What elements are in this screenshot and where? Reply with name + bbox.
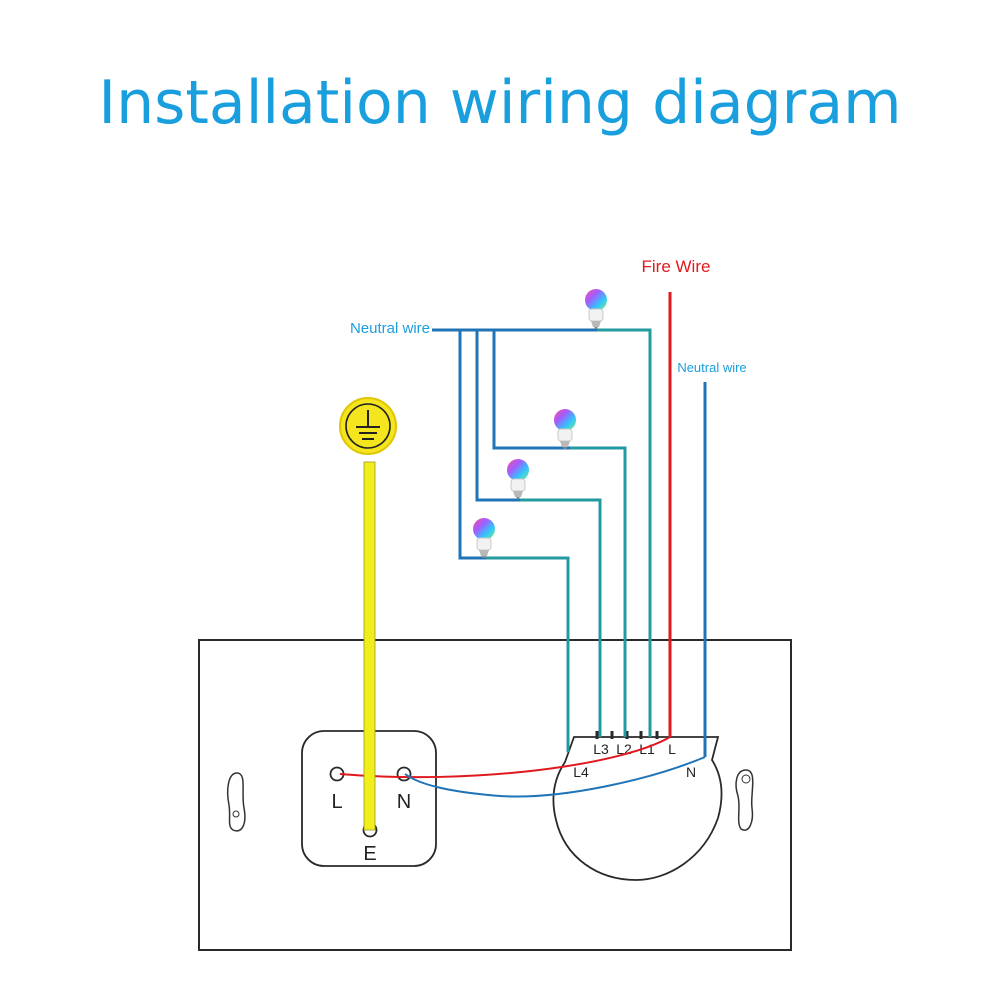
mounting-slot-left <box>226 772 246 832</box>
neutral-wire-label-left: Neutral wire <box>350 320 430 337</box>
mounting-slot-right <box>735 769 754 831</box>
neutral-wire-to-socket <box>404 756 706 798</box>
terminal-l4-label: L4 <box>573 764 589 780</box>
bulb-icon <box>553 408 577 450</box>
socket-live-label: L <box>331 791 342 813</box>
load-wire-l2 <box>570 446 627 737</box>
neutral-wire-label-right: Neutral wire <box>677 360 746 375</box>
terminal-l-label: L <box>668 741 676 757</box>
switch-terminal-pins <box>595 731 659 739</box>
neutral-bus-wires <box>432 328 597 560</box>
fire-wire-to-socket <box>339 736 671 779</box>
socket-earth-label: E <box>363 843 376 865</box>
page-title: Installation wiring diagram <box>98 68 902 138</box>
ground-icon <box>339 397 397 455</box>
earth-wire <box>363 461 376 831</box>
terminal-n-label: N <box>686 764 696 780</box>
bulb-icon <box>584 288 608 330</box>
load-wires <box>486 328 652 752</box>
socket-neutral-label: N <box>397 791 411 813</box>
switch-module <box>552 736 723 881</box>
load-wire-l4 <box>486 556 570 752</box>
bulb-icon <box>506 458 530 500</box>
bulb-icon <box>472 517 496 559</box>
load-wire-l3 <box>520 498 602 737</box>
terminal-l3-label: L3 <box>593 741 609 757</box>
fire-wire-label: Fire Wire <box>642 257 711 276</box>
socket-neutral-hole <box>396 766 412 782</box>
load-wire-l1 <box>597 328 652 737</box>
